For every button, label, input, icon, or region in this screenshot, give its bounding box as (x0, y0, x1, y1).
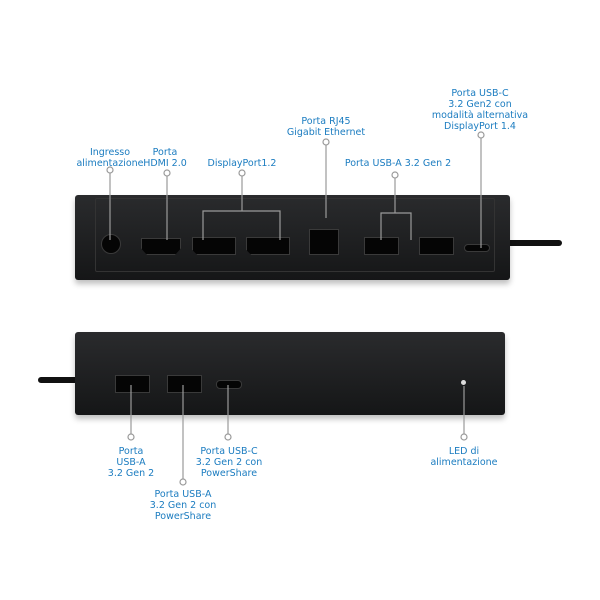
power-led-icon (461, 380, 466, 385)
label-power-led: LED di alimentazione (430, 446, 498, 468)
hdmi-port (141, 238, 181, 255)
label-displayport: DisplayPort1.2 (207, 158, 277, 169)
label-usb-a: Porta USB-A 3.2 Gen 2 (344, 158, 452, 169)
cable-bottom (38, 377, 80, 383)
displayport-2 (246, 237, 290, 255)
dock-front-view (75, 332, 505, 415)
leader-usb-a (380, 178, 412, 240)
label-power-input: Ingresso alimentazione (76, 147, 144, 169)
label-rj45: Porta RJ45 Gigabit Ethernet (286, 116, 366, 138)
callout-dot (106, 166, 114, 174)
usb-a-port-2 (419, 237, 454, 255)
callout-dot (224, 433, 232, 441)
front-usb-a-port (115, 375, 150, 393)
label-hdmi: Porta HDMI 2.0 (143, 147, 187, 169)
power-cable-top (500, 240, 562, 246)
front-usb-a-powershare-port (167, 375, 202, 393)
callout-dot (238, 169, 246, 177)
callout-dot (322, 138, 330, 146)
callout-dot (163, 169, 171, 177)
callout-dot (391, 171, 399, 179)
front-usb-c-powershare-port (216, 380, 242, 389)
callout-dot (477, 131, 485, 139)
callout-dot (179, 478, 187, 486)
callout-dot (127, 433, 135, 441)
displayport-1 (192, 237, 236, 255)
callout-dot (460, 433, 468, 441)
rear-port-panel (95, 198, 495, 272)
usb-c-dp-port (464, 244, 490, 252)
label-front-usb-a-powershare: Porta USB-A 3.2 Gen 2 con PowerShare (149, 489, 217, 522)
label-front-usb-c-powershare: Porta USB-C 3.2 Gen 2 con PowerShare (195, 446, 263, 479)
leader-displayport (202, 176, 281, 240)
label-usb-c-dp: Porta USB-C 3.2 Gen2 con modalità altern… (431, 88, 529, 132)
label-front-usb-a: Porta USB-A 3.2 Gen 2 (107, 446, 155, 479)
power-jack (101, 234, 121, 254)
rj45-port (309, 229, 339, 255)
